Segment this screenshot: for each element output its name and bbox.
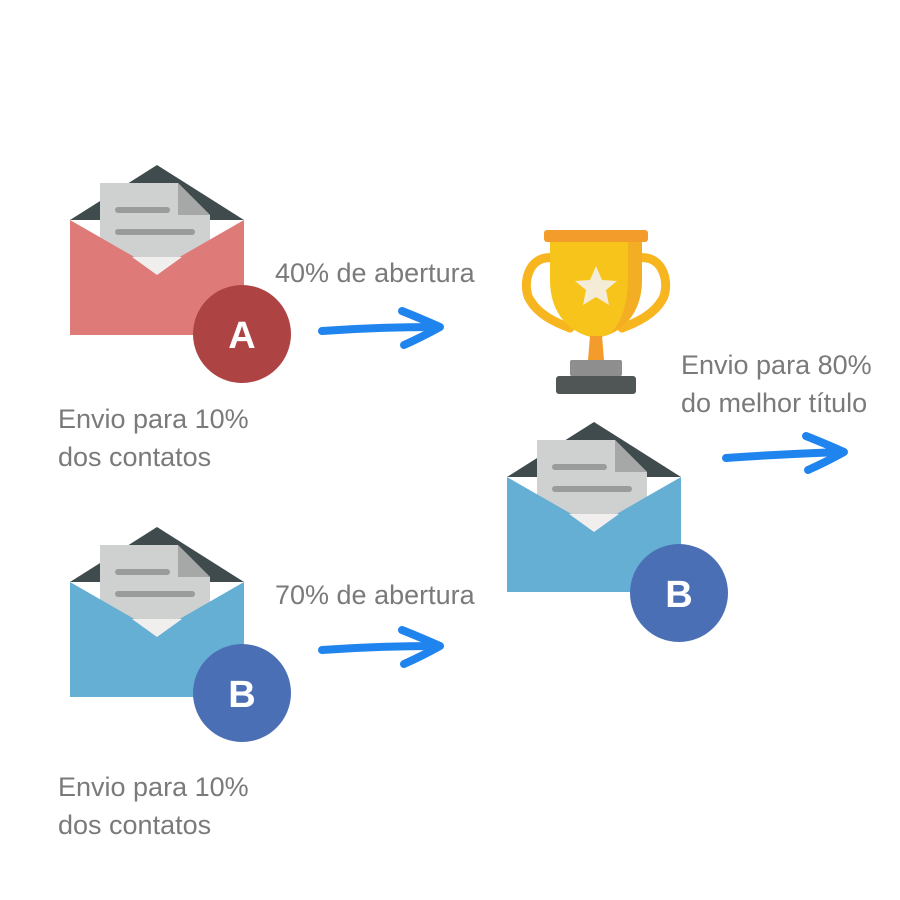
email-a-caption: Envio para 10% dos contatos xyxy=(58,400,249,476)
email-a-caption-line1: Envio para 10% xyxy=(58,404,249,434)
badge-winner-label: B xyxy=(665,574,692,616)
result-a-label: 40% de abertura xyxy=(275,258,475,288)
email-b-caption: Envio para 10% dos contatos xyxy=(58,768,249,844)
badge-a: A xyxy=(193,285,291,383)
envelope-winner-icon xyxy=(507,422,681,592)
right-arrow-icon xyxy=(318,626,444,668)
email-a-caption-line2: dos contatos xyxy=(58,442,212,472)
email-b-caption-line2: dos contatos xyxy=(58,810,212,840)
envelope-a-icon xyxy=(70,165,244,335)
winner-caption-line2: do melhor título xyxy=(681,388,868,418)
winner-caption: Envio para 80% do melhor título xyxy=(681,346,872,422)
winner-caption-line1: Envio para 80% xyxy=(681,350,872,380)
trophy-icon xyxy=(521,230,671,394)
result-b-label: 70% de abertura xyxy=(275,580,475,610)
badge-winner: B xyxy=(630,544,728,642)
right-arrow-icon xyxy=(318,307,444,349)
badge-a-label: A xyxy=(228,315,255,357)
email-b-caption-line1: Envio para 10% xyxy=(58,772,249,802)
badge-b-label: B xyxy=(228,674,255,716)
badge-b: B xyxy=(193,644,291,742)
right-arrow-icon xyxy=(722,432,848,474)
